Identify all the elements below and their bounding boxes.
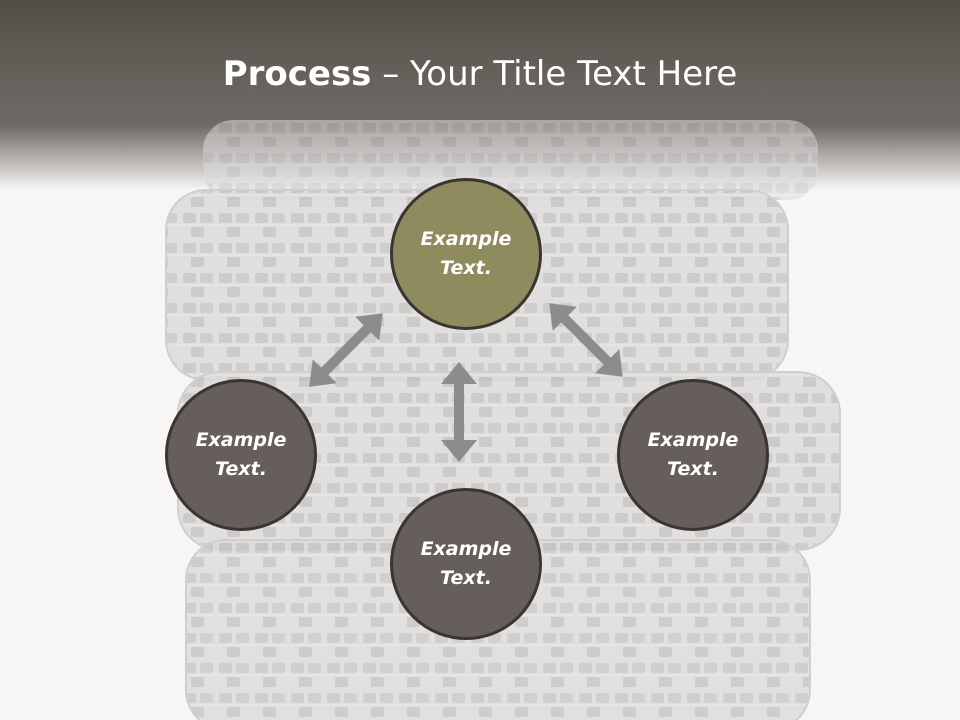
arrow-top-left xyxy=(309,313,383,387)
arrow-vertical xyxy=(441,362,477,462)
page-title: Process – Your Title Text Here xyxy=(0,52,960,96)
node-bottom-label: Example Text. xyxy=(420,538,512,589)
node-right: Example Text. xyxy=(617,379,769,531)
node-top: Example Text. xyxy=(390,178,542,330)
node-bottom: Example Text. xyxy=(390,488,542,640)
node-left: Example Text. xyxy=(165,379,317,531)
node-left-label: Example Text. xyxy=(195,429,287,480)
title-bold: Process xyxy=(222,54,372,94)
node-top-label: Example Text. xyxy=(420,228,512,279)
title-rest: – Your Title Text Here xyxy=(371,54,738,94)
node-right-label: Example Text. xyxy=(647,429,739,480)
arrow-top-right xyxy=(549,303,623,377)
